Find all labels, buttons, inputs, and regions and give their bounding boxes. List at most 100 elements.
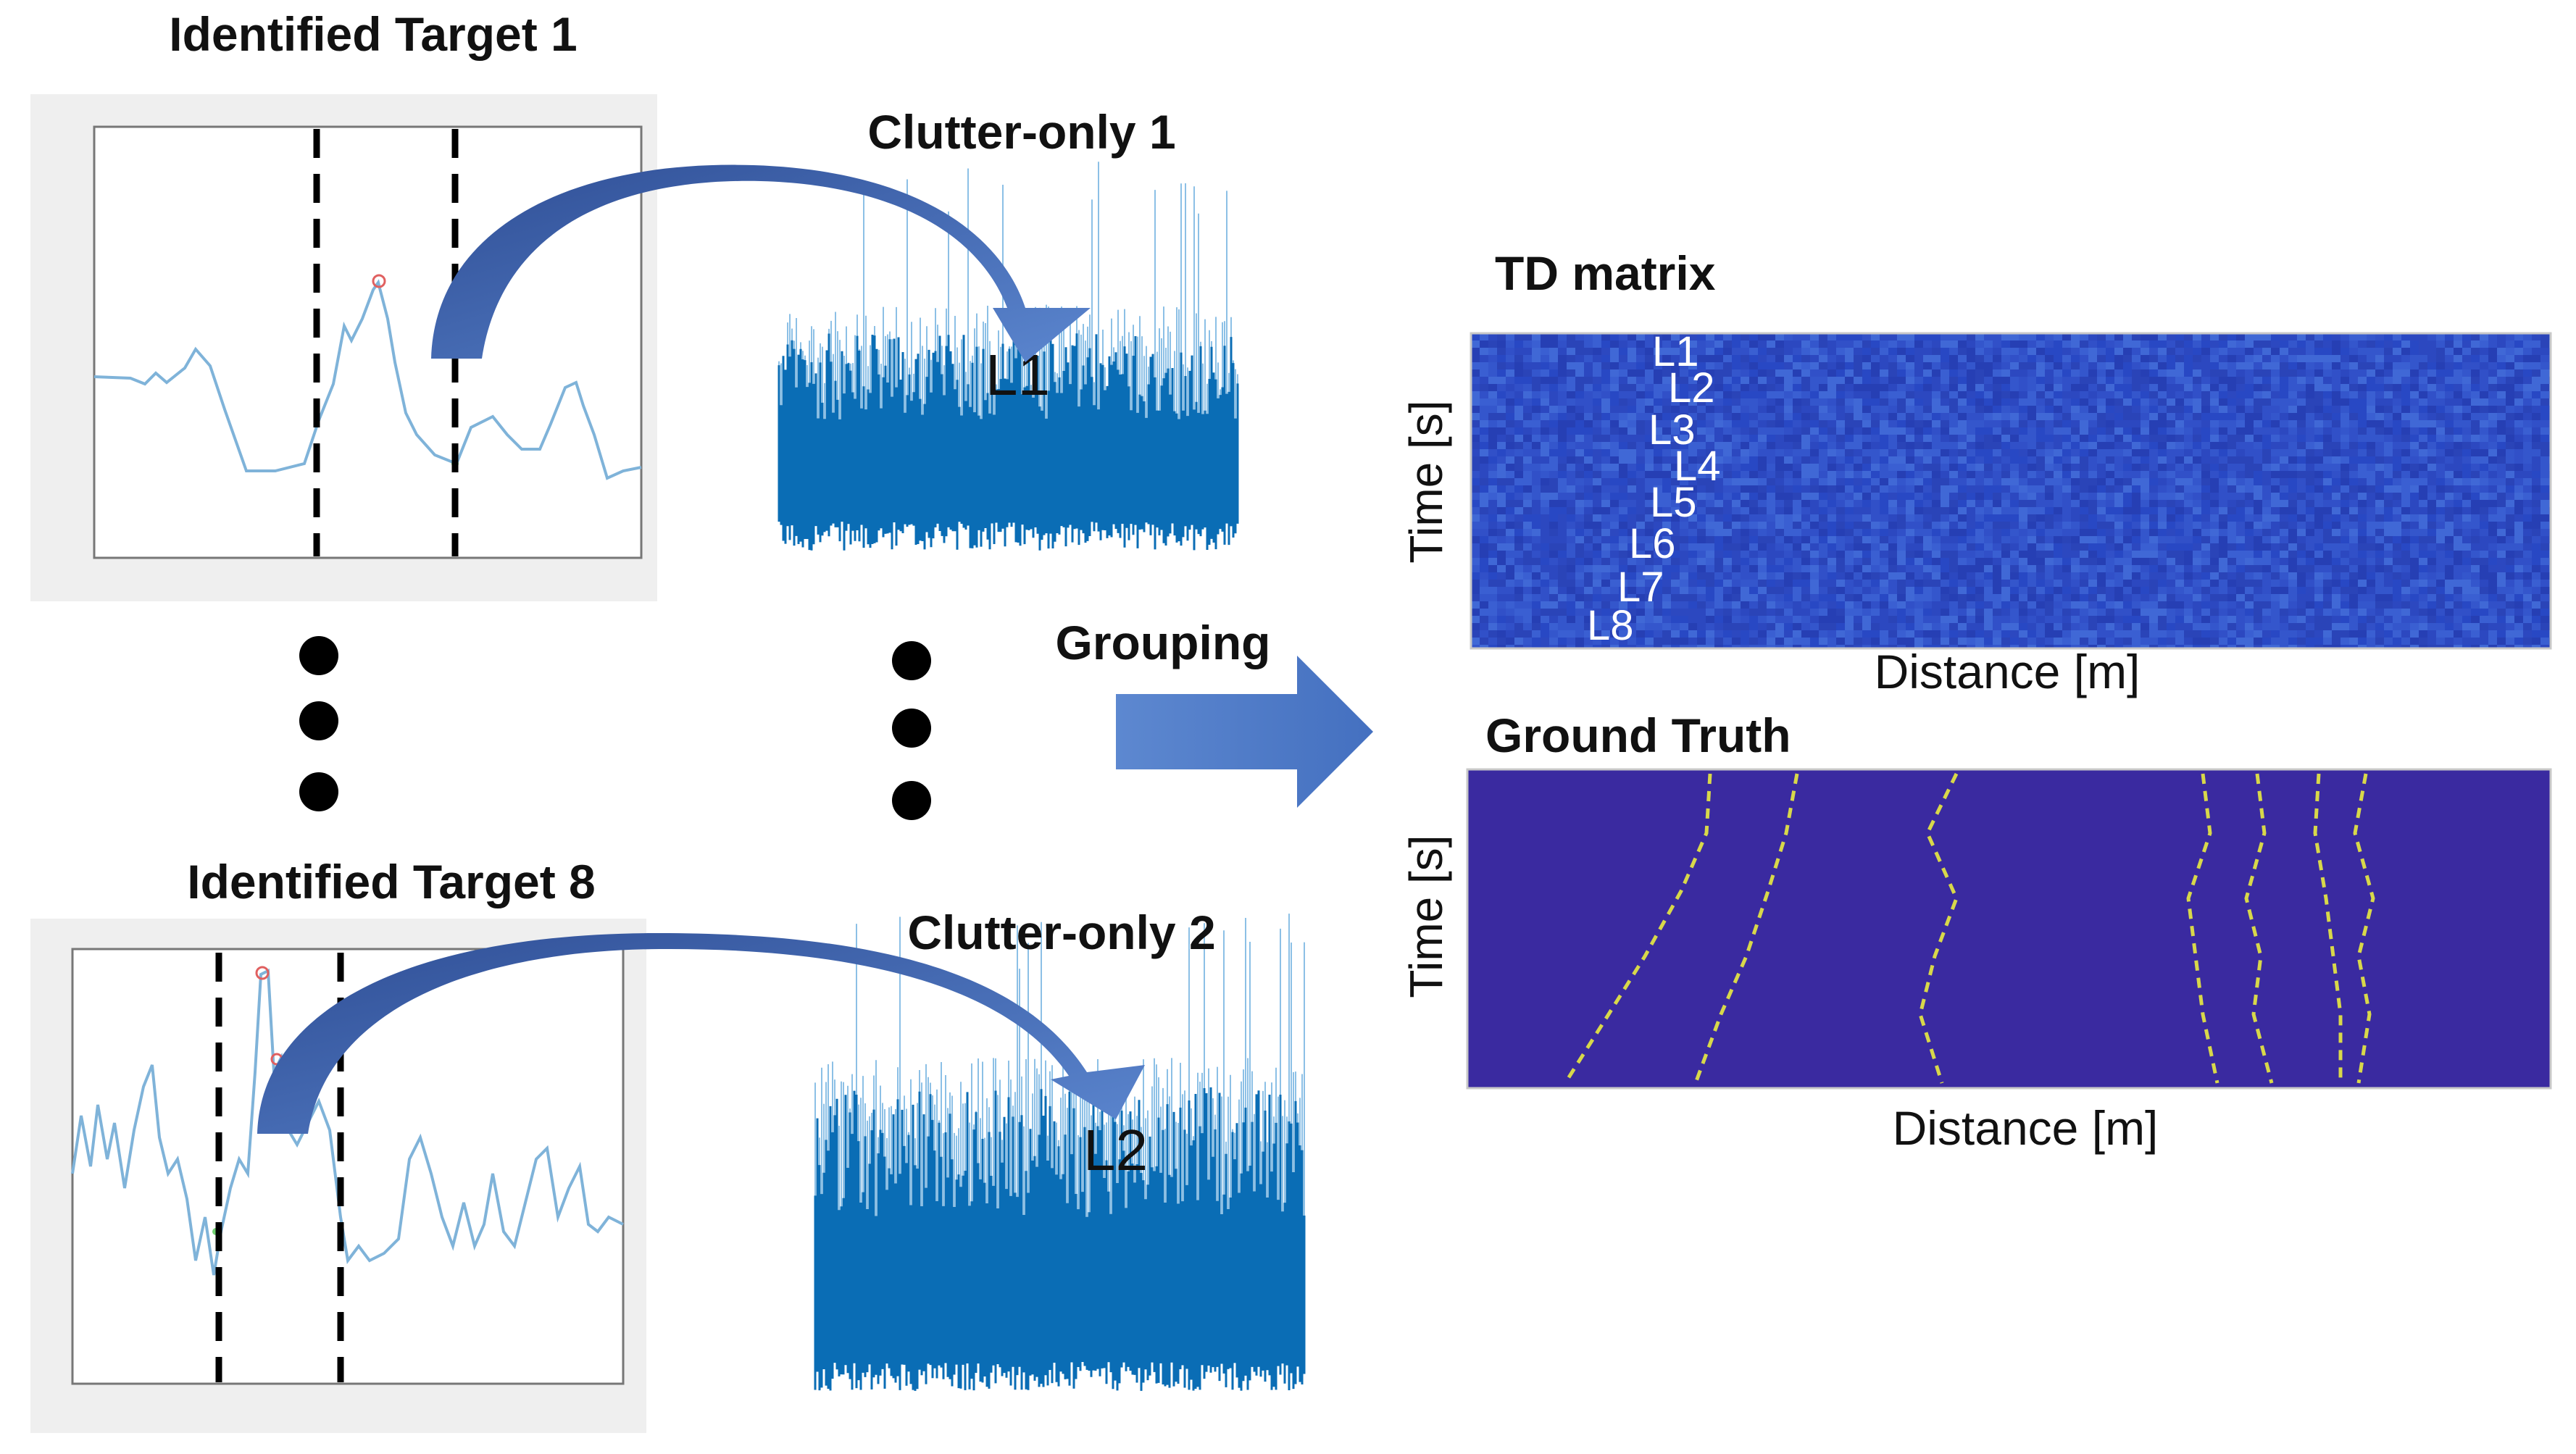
td-heatmap-cell	[1506, 500, 1514, 507]
td-heatmap-cell	[1471, 420, 1480, 427]
td-heatmap-cell	[2358, 456, 2367, 464]
td-heatmap-cell	[1880, 536, 1888, 543]
td-heatmap-cell	[1480, 478, 1488, 485]
td-heatmap-cell	[1836, 565, 1845, 572]
td-heatmap-cell	[1923, 514, 1932, 522]
td-heatmap-cell	[1914, 355, 1923, 362]
td-heatmap-cell	[1993, 464, 2001, 471]
td-heatmap-cell	[2071, 572, 2080, 580]
td-heatmap-cell	[2045, 355, 2054, 362]
td-heatmap-cell	[1645, 543, 1654, 551]
td-heatmap-cell	[1871, 493, 1880, 500]
td-heatmap-cell	[2141, 594, 2149, 601]
td-heatmap-cell	[1688, 551, 1697, 558]
td-heatmap-cell	[2332, 558, 2341, 565]
td-heatmap-cell	[1888, 471, 1897, 478]
td-heatmap-cell	[1871, 362, 1880, 369]
td-heatmap-cell	[2123, 478, 2132, 485]
td-heatmap-cell	[2471, 594, 2480, 601]
td-heatmap-cell	[2410, 391, 2419, 398]
td-heatmap-cell	[2262, 594, 2271, 601]
td-heatmap-cell	[1558, 500, 1567, 507]
td-heatmap-cell	[2506, 478, 2514, 485]
td-heatmap-cell	[2341, 406, 2349, 413]
td-heatmap-cell	[2410, 427, 2419, 435]
td-heatmap-cell	[1706, 362, 1714, 369]
td-heatmap-cell	[1836, 449, 1845, 456]
td-heatmap-cell	[2141, 529, 2149, 536]
td-heatmap-cell	[1706, 340, 1714, 348]
td-heatmap-cell	[1862, 478, 1871, 485]
td-heatmap-cell	[2436, 406, 2445, 413]
td-heatmap-cell	[1819, 355, 1827, 362]
td-heatmap-cell	[1975, 391, 1984, 398]
ellipsis-dot-mid-2	[892, 709, 931, 748]
td-heatmap-cell	[2280, 348, 2288, 355]
td-heatmap-cell	[1532, 348, 1541, 355]
td-heatmap-cell	[2323, 507, 2332, 514]
td-heatmap-cell	[1514, 406, 1523, 413]
td-heatmap-cell	[2436, 594, 2445, 601]
td-heatmap-cell	[1949, 406, 1958, 413]
td-heatmap-cell	[2393, 449, 2401, 456]
td-heatmap-cell	[1949, 340, 1958, 348]
td-heatmap-cell	[1549, 601, 1558, 609]
td-heatmap-cell	[2445, 384, 2454, 391]
td-heatmap-cell	[1741, 391, 1749, 398]
td-heatmap-cell	[1862, 493, 1871, 500]
td-heatmap-cell	[2419, 529, 2427, 536]
td-heatmap-cell	[1906, 406, 1914, 413]
td-heatmap-cell	[2480, 609, 2488, 616]
td-heatmap-cell	[1758, 377, 1767, 384]
td-heatmap-cell	[1627, 471, 1636, 478]
td-heatmap-cell	[1593, 558, 1601, 565]
td-heatmap-cell	[2045, 333, 2054, 340]
td-heatmap-cell	[2036, 500, 2045, 507]
td-heatmap-cell	[2375, 514, 2384, 522]
td-heatmap-cell	[2419, 427, 2427, 435]
td-heatmap-cell	[2454, 384, 2462, 391]
td-heatmap-cell	[1993, 384, 2001, 391]
td-heatmap-cell	[1845, 377, 1854, 384]
td-heatmap-cell	[1558, 348, 1567, 355]
td-heatmap-cell	[2019, 384, 2027, 391]
td-heatmap-cell	[1697, 420, 1706, 427]
td-heatmap-cell	[1532, 420, 1541, 427]
td-heatmap-cell	[1767, 500, 1775, 507]
td-heatmap-cell	[1523, 413, 1532, 420]
td-heatmap-cell	[1541, 500, 1549, 507]
td-heatmap-cell	[2071, 391, 2080, 398]
td-heatmap-cell	[1558, 551, 1567, 558]
td-heatmap-cell	[1923, 435, 1932, 442]
td-heatmap-cell	[2436, 485, 2445, 493]
td-heatmap-cell	[1662, 601, 1671, 609]
td-heatmap-cell	[1723, 413, 1732, 420]
td-heatmap-cell	[2001, 536, 2010, 543]
td-heatmap-cell	[2271, 551, 2280, 558]
td-heatmap-cell	[2523, 500, 2532, 507]
td-heatmap-cell	[2367, 449, 2375, 456]
td-heatmap-cell	[1558, 536, 1567, 543]
td-heatmap-cell	[2323, 398, 2332, 406]
td-heatmap-cell	[1775, 616, 1784, 623]
td-heatmap-cell	[2175, 362, 2184, 369]
td-heatmap-cell	[2306, 587, 2314, 594]
td-heatmap-cell	[2480, 493, 2488, 500]
td-heatmap-cell	[2175, 420, 2184, 427]
td-heatmap-cell	[2219, 406, 2227, 413]
td-heatmap-cell	[2375, 398, 2384, 406]
td-heatmap-cell	[1784, 522, 1793, 529]
td-heatmap-cell	[2019, 449, 2027, 456]
td-heatmap-cell	[2019, 369, 2027, 377]
td-heatmap-cell	[2401, 594, 2410, 601]
td-heatmap-cell	[1610, 384, 1619, 391]
td-heatmap-cell	[1888, 449, 1897, 456]
td-heatmap-cell	[1871, 449, 1880, 456]
td-heatmap-cell	[2393, 391, 2401, 398]
grouping-arrow	[1116, 656, 1373, 808]
td-heatmap-cell	[2506, 601, 2514, 609]
td-heatmap-cell	[2019, 413, 2027, 420]
td-heatmap-cell	[1897, 594, 1906, 601]
td-heatmap-cell	[2201, 529, 2210, 536]
td-heatmap-cell	[2071, 413, 2080, 420]
